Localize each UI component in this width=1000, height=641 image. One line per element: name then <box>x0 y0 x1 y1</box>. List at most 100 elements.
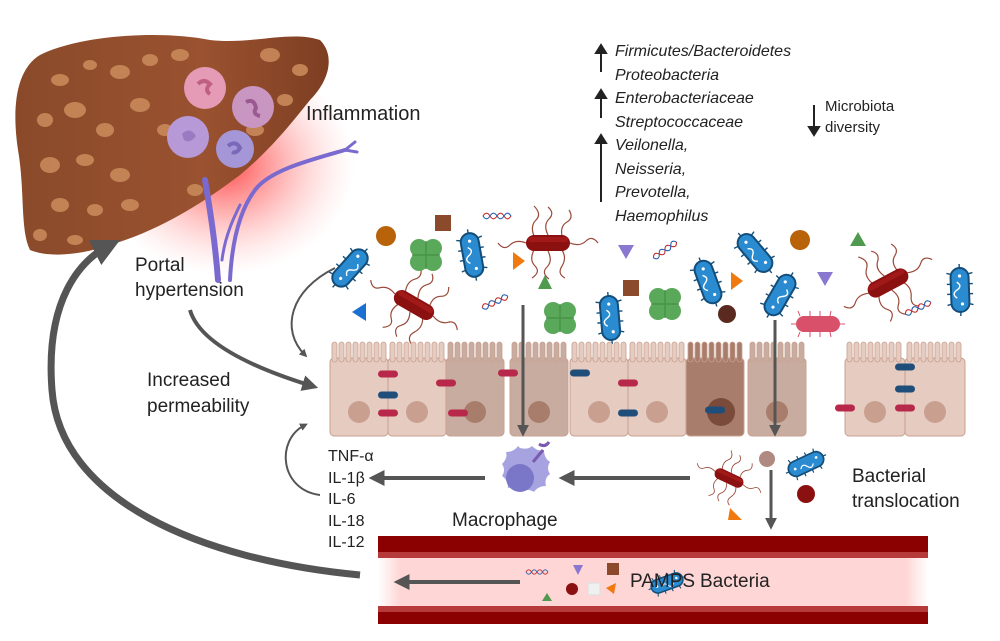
microvillus <box>431 341 438 363</box>
epithelial-cell <box>844 357 906 437</box>
microvillus <box>546 341 553 363</box>
taxon: Veilonella, <box>615 137 689 154</box>
cocci-cluster <box>409 238 443 272</box>
microvillus <box>867 341 874 363</box>
portal-hypertension-label-line2: hypertension <box>135 280 244 301</box>
microvillus <box>417 341 424 363</box>
microvillus <box>671 341 678 363</box>
tight-junction <box>618 409 638 417</box>
dna-fragment <box>480 292 510 312</box>
bacterial-translocation-label-line2: translocation <box>852 491 960 512</box>
microvillus <box>920 341 927 363</box>
microvillus <box>389 341 396 363</box>
increase-arrow-icon <box>594 43 608 54</box>
cocci-cluster <box>648 287 682 321</box>
microvillus <box>532 341 539 363</box>
microvillus <box>345 341 352 363</box>
bacillus-bacterium <box>754 264 806 326</box>
microbiota-diversity-label-line1: Microbiota <box>825 98 895 115</box>
microbiota-diversity-label-line2: diversity <box>825 119 881 136</box>
cytokine-list: TNF-α IL-1β IL-6 IL-18 IL-12 <box>328 446 374 554</box>
microvillus <box>613 341 620 363</box>
microvillus <box>853 341 860 363</box>
epithelial-cell <box>509 357 569 437</box>
tight-junction <box>895 363 915 371</box>
microvillus <box>860 341 867 363</box>
microvillus <box>366 341 373 363</box>
taxon: Prevotella, <box>615 184 691 201</box>
cytokine: IL-18 <box>328 512 365 530</box>
microvillus <box>791 341 798 363</box>
tight-junction <box>835 404 855 412</box>
tight-junction <box>448 409 468 417</box>
immune-cells <box>167 67 274 168</box>
metabolite-triangle <box>352 303 366 321</box>
metabolite-triangle <box>513 252 525 270</box>
microvillus <box>934 341 941 363</box>
translocated-particle <box>797 485 815 503</box>
microvillus <box>756 341 763 363</box>
bacillus-bacterium <box>453 226 491 284</box>
portal-vein <box>202 140 359 283</box>
metabolite-triangle <box>731 272 743 290</box>
microvillus <box>438 341 445 363</box>
translocated-flagellated-bacterium <box>686 439 773 517</box>
microbiota-arrow <box>290 267 336 358</box>
microvillus <box>447 341 454 363</box>
macrophage-receptor <box>531 441 551 463</box>
bacillus-bacterium <box>685 252 731 312</box>
cell-nucleus <box>348 401 370 423</box>
bacillus-bacterium <box>321 238 379 298</box>
microvillus <box>643 341 650 363</box>
metabolite-triangle <box>817 272 833 286</box>
gut-microbiota <box>321 205 975 362</box>
microvillus <box>482 341 489 363</box>
macrophage-cell <box>502 446 550 492</box>
cell-nucleus <box>406 401 428 423</box>
cell-nucleus <box>646 401 668 423</box>
tight-junction <box>895 404 915 412</box>
microvillus <box>461 341 468 363</box>
microvillus <box>955 341 962 363</box>
cell-nucleus <box>864 401 886 423</box>
microvillus <box>380 341 387 363</box>
microvillus <box>496 341 503 363</box>
taxon: Neisseria, <box>615 160 687 178</box>
bacillus-bacterium <box>593 289 627 347</box>
spiked-bacterium <box>791 310 845 338</box>
metabolite-square <box>435 215 451 231</box>
microvillus <box>475 341 482 363</box>
microvillus <box>606 341 613 363</box>
increase-arrow-icon <box>594 133 608 144</box>
microvillus <box>410 341 417 363</box>
microvillus <box>927 341 934 363</box>
microvillus <box>352 341 359 363</box>
macrophage-label: Macrophage <box>452 510 558 531</box>
cytokine: IL-12 <box>328 534 365 551</box>
cytokine-arrow <box>284 423 321 496</box>
feedback-arrow-to-liver <box>47 239 361 579</box>
microvillus <box>592 341 599 363</box>
microvillus <box>539 341 546 363</box>
taxon: Enterobacteriaceae <box>615 90 754 107</box>
portal-hypertension-label-line1: Portal <box>135 255 185 276</box>
decrease-arrow-icon <box>807 126 821 137</box>
bacillus-bacterium <box>727 223 783 283</box>
increased-permeability-label-line2: permeability <box>147 396 250 417</box>
microvillus <box>888 341 895 363</box>
increase-arrow-icon <box>594 88 608 99</box>
taxon: Streptococcaceae <box>615 113 744 131</box>
cell-nucleus <box>924 401 946 423</box>
microvillus <box>338 341 345 363</box>
metabolite-circle <box>790 230 810 250</box>
cell-nucleus <box>528 401 550 423</box>
microvillus <box>560 341 567 363</box>
microvillus <box>948 341 955 363</box>
microvillus <box>913 341 920 363</box>
cocci-cluster <box>543 301 577 335</box>
taxon: Proteobacteria <box>615 66 720 84</box>
flagellated-bacterium <box>825 226 950 339</box>
microvillus <box>620 341 627 363</box>
microvillus <box>694 341 701 363</box>
microvillus <box>895 341 902 363</box>
